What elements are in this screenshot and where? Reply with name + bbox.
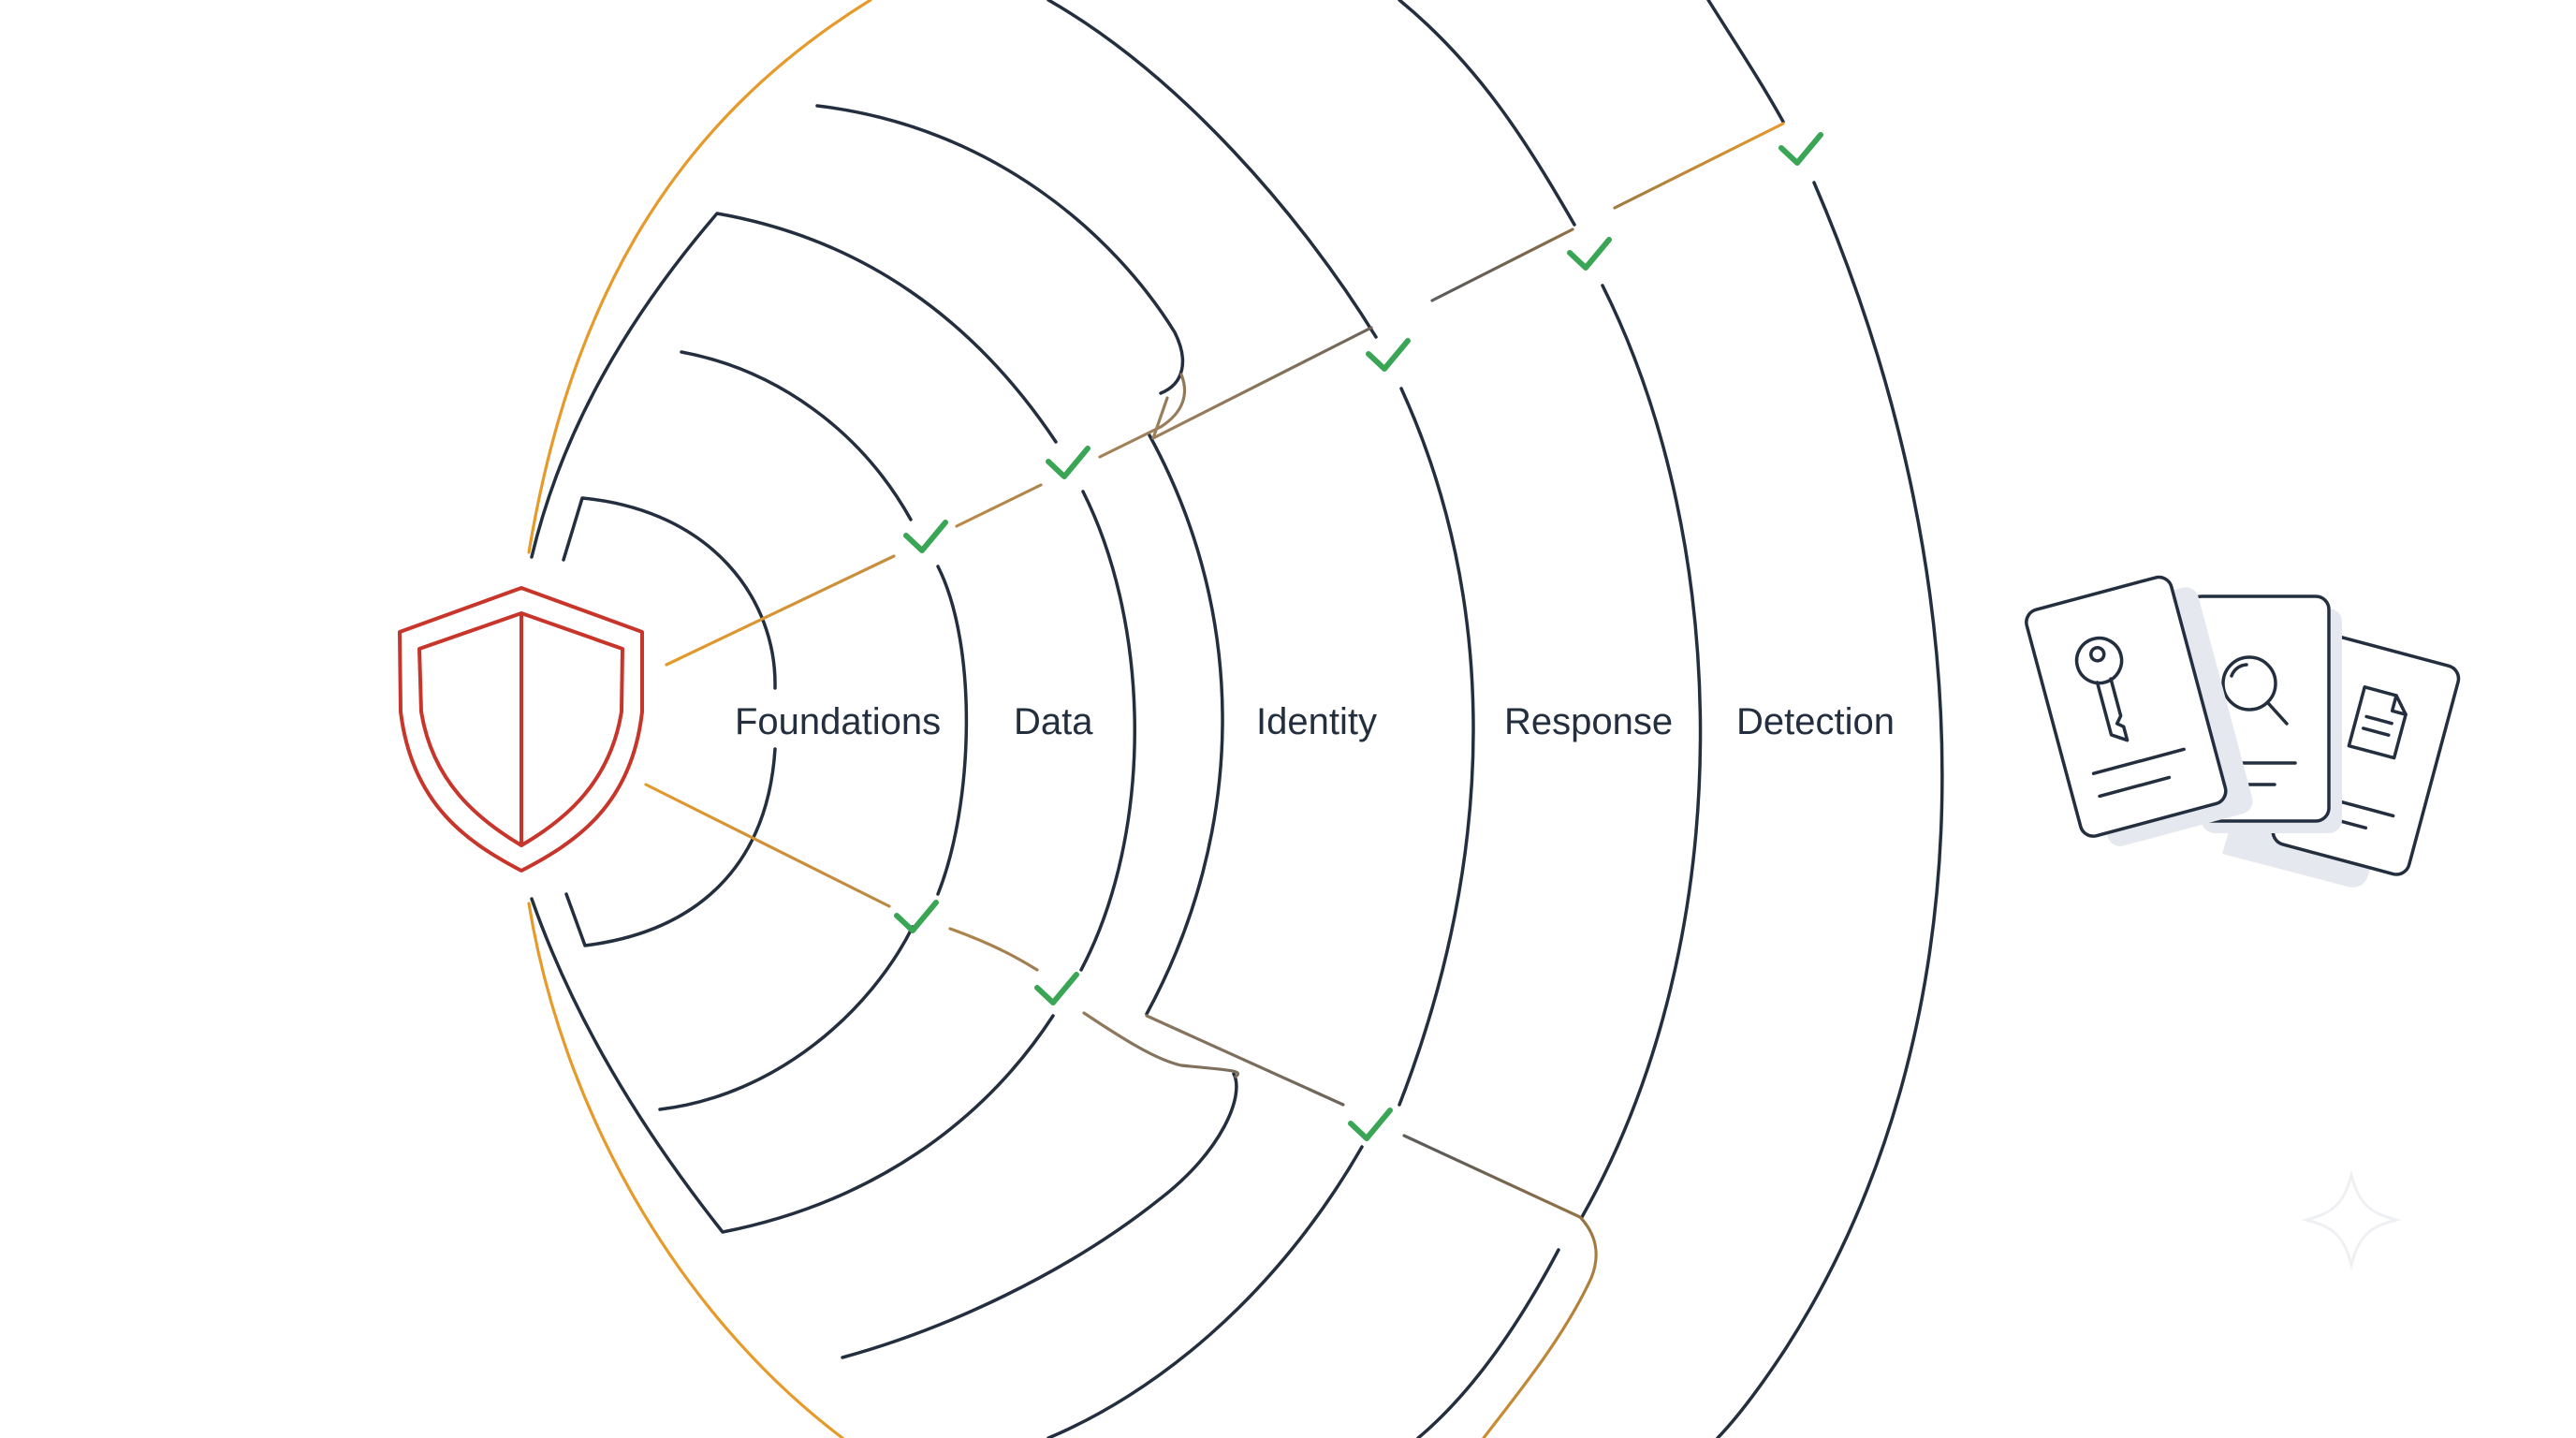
layer-label-foundations: Foundations [735, 701, 941, 742]
ring-response-bottom [1416, 1248, 1560, 1438]
ring-data-wave-bottom [841, 1072, 1238, 1359]
layer-label-detection: Detection [1736, 701, 1895, 742]
outer-orange-arc-top [527, 0, 872, 554]
ring-foundations-lower [564, 747, 777, 947]
ring-detection-top [1706, 0, 1785, 124]
ring-identity-arc-mid [1398, 387, 1475, 1107]
documents-icon [2025, 575, 2461, 888]
upper-path-line [665, 122, 1785, 667]
outer-orange-arc-bottom [527, 902, 844, 1438]
ring-identity-mid [1079, 490, 1136, 972]
checkmark-icon [1778, 132, 1823, 166]
ring-detection-mid [1716, 181, 1944, 1438]
lower-path-line [644, 783, 1598, 1438]
ring-data-bottom [658, 925, 915, 1111]
checkmark-icon [1034, 972, 1079, 1005]
checkmark-icon [894, 900, 939, 933]
layer-label-response: Response [1504, 701, 1673, 742]
checkmark-icon [1567, 237, 1612, 271]
shield-icon [398, 586, 644, 873]
checkmark-icon [1366, 338, 1411, 372]
checkmark-icon [1348, 1108, 1393, 1141]
magnifier-icon [2221, 655, 2289, 726]
ring-identity-arc-top [1046, 0, 1378, 339]
checkmark-icon [903, 520, 948, 553]
checkmark-icon [1046, 446, 1090, 479]
key-icon [2074, 636, 2130, 742]
ring-identity-bottom [530, 897, 1055, 1234]
ring-identity-arc-bottom [1046, 1145, 1364, 1438]
layer-label-identity: Identity [1256, 701, 1377, 742]
ring-foundations-cap [562, 496, 777, 690]
ring-data-wave-top [815, 104, 1185, 395]
ring-data-top [680, 350, 913, 521]
sparkle-icon [2301, 1169, 2402, 1270]
ring-identity-top [530, 212, 1058, 559]
ring-data-wave-mid [1145, 433, 1224, 1016]
checkpoints [894, 132, 1823, 1141]
ring-data-mid [936, 565, 969, 896]
ring-response-top [1398, 0, 1576, 227]
file-icon [2347, 685, 2408, 760]
layer-label-data: Data [1014, 701, 1093, 742]
ring-response-mid [1580, 284, 1703, 1219]
